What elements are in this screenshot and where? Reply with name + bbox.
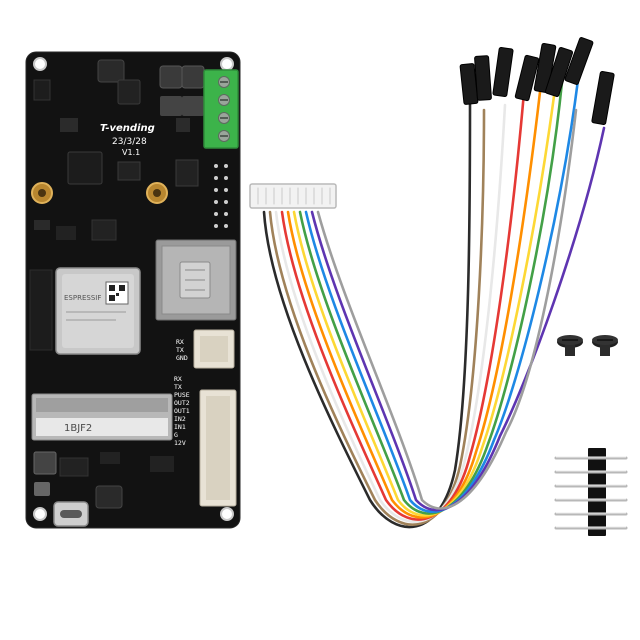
card-connector: 1BJF2 xyxy=(31,393,173,441)
connector-label: 1BJF2 xyxy=(64,423,92,434)
ribbon-cable xyxy=(249,78,606,529)
date-label: 23/3/28 xyxy=(112,137,147,147)
module-brand: ESPRESSIF xyxy=(64,294,101,302)
pin-label: RX xyxy=(174,375,182,383)
pcb-board: T-vending 23/3/28 V1.1 xyxy=(25,51,241,529)
dupont-connectors xyxy=(459,37,615,126)
pin-label: 12V xyxy=(174,439,186,447)
screws xyxy=(557,335,618,356)
jst-connector xyxy=(199,389,237,507)
jst-plug xyxy=(249,183,337,209)
sim-slot xyxy=(155,239,237,321)
screw xyxy=(557,335,583,356)
brand-label: T-vending xyxy=(100,123,155,134)
mounting-hole xyxy=(220,57,234,71)
mounting-hole xyxy=(33,507,47,521)
pin-header xyxy=(554,448,628,536)
mounting-hole xyxy=(33,57,47,71)
mounting-hole xyxy=(220,507,234,521)
version-label: V1.1 xyxy=(122,148,140,157)
pin-label: PUSE xyxy=(174,391,190,399)
pin-label: OUT1 xyxy=(174,407,190,415)
screw-terminal xyxy=(203,69,239,149)
pin-label: G xyxy=(174,431,178,439)
screw xyxy=(592,335,618,356)
esp-module: ESPRESSIF xyxy=(55,267,141,355)
pin-label: IN1 xyxy=(174,423,186,431)
usb-c-port xyxy=(53,501,89,527)
pin-label: GND xyxy=(176,354,188,362)
pin-label: TX xyxy=(176,346,184,354)
jst-connector xyxy=(193,329,235,369)
pin-label: IN2 xyxy=(174,415,186,423)
pin-label: OUT2 xyxy=(174,399,190,407)
pin-label: TX xyxy=(174,383,182,391)
pin-label: RX xyxy=(176,338,184,346)
